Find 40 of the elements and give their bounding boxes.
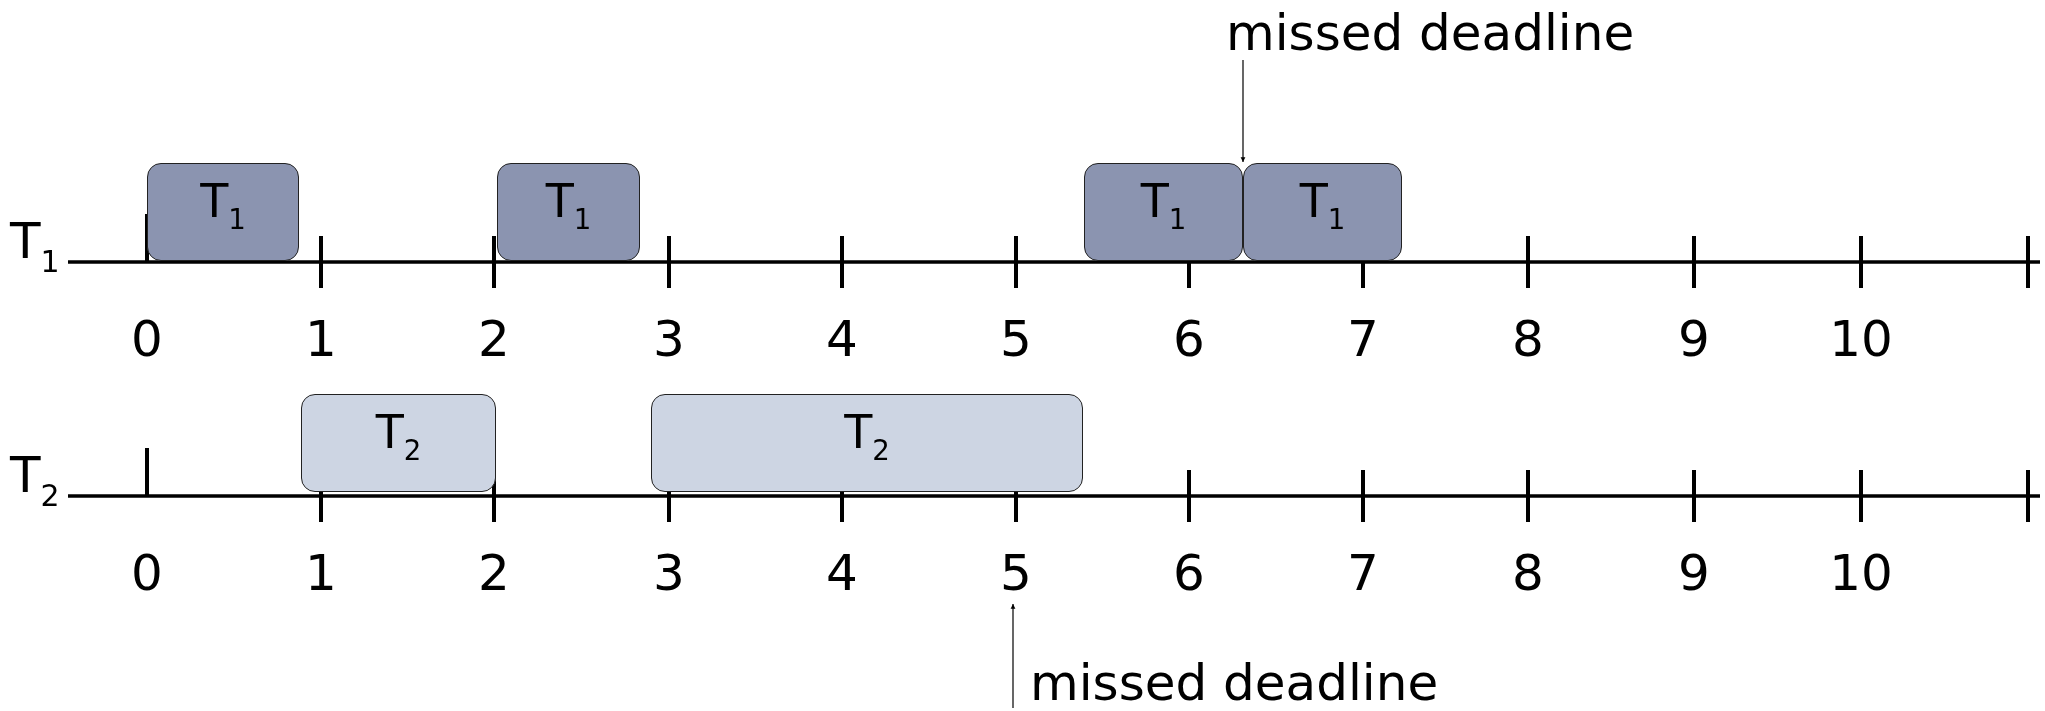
tick-number: 3 xyxy=(653,314,685,364)
tick-number: 3 xyxy=(653,548,685,598)
tick-number: 9 xyxy=(1678,314,1710,364)
tick-number: 9 xyxy=(1678,548,1710,598)
tick-number: 1 xyxy=(305,314,337,364)
arrow xyxy=(1010,603,1016,709)
tick-number: 0 xyxy=(131,548,163,598)
task-label: T$_{2}$ xyxy=(374,409,423,465)
annotation-text: missed deadline xyxy=(1008,658,1439,708)
arrow xyxy=(1240,59,1246,163)
task-label: T$_{2}$ xyxy=(843,409,891,465)
tick-number: 6 xyxy=(1173,314,1205,364)
task-label: T$_{1}$ xyxy=(1298,178,1347,234)
tick-number: 10 xyxy=(1829,314,1893,364)
tick-number: 5 xyxy=(1000,548,1032,598)
task-block xyxy=(1084,163,1243,261)
tick-number: 10 xyxy=(1829,548,1893,598)
tick-number: 7 xyxy=(1347,314,1379,364)
task-block xyxy=(497,163,640,261)
annotation-text: missed deadline xyxy=(1226,8,1635,58)
task-label: T$_{1}$ xyxy=(199,178,247,234)
tick-number: 8 xyxy=(1512,314,1544,364)
tick-number: 1 xyxy=(305,548,337,598)
tick-number: 7 xyxy=(1347,548,1379,598)
task-label: T$_{1}$ xyxy=(544,178,593,234)
tick-number: 2 xyxy=(478,314,510,364)
task-block xyxy=(651,394,1083,492)
row-label: T$_{1}$ xyxy=(10,216,60,277)
task-label: T$_{1}$ xyxy=(1139,178,1188,234)
tick-number: 4 xyxy=(826,314,858,364)
task-block xyxy=(147,163,299,261)
task-block xyxy=(301,394,496,492)
tick-number: 5 xyxy=(1000,314,1032,364)
tick-number: 0 xyxy=(131,314,163,364)
tick-number: 8 xyxy=(1512,548,1544,598)
tick-number: 6 xyxy=(1173,548,1205,598)
tick-number: 4 xyxy=(826,548,858,598)
task-block xyxy=(1243,163,1402,261)
tick-number: 2 xyxy=(478,548,510,598)
row-label: T$_{2}$ xyxy=(10,450,60,511)
